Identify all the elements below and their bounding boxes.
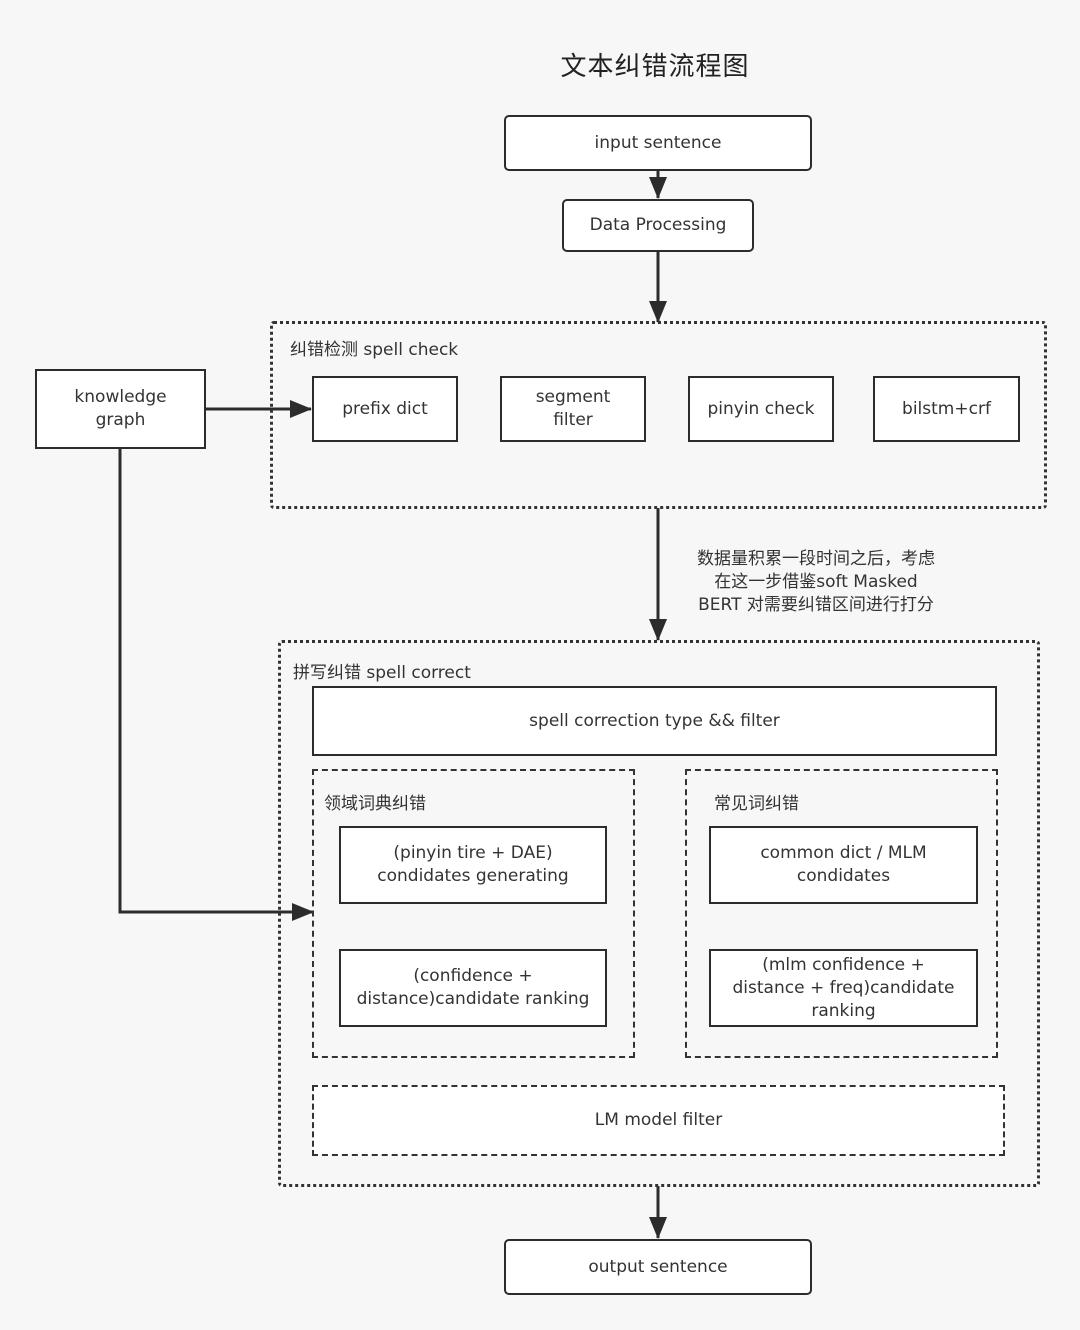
input-sentence-label: input sentence (594, 132, 722, 153)
knowledge-graph-label: knowledge graph (74, 387, 167, 430)
pinyin-tire-candidates-label: (pinyin tire + DAE) condidates generatin… (377, 843, 569, 886)
spell-check-group (270, 321, 1047, 509)
spell-correct-group (278, 640, 1040, 1187)
data-processing-label: Data Processing (589, 215, 727, 235)
common-dict-mlm-node: common dict / MLM condidates (709, 826, 978, 904)
bilstm-crf-label: bilstm+crf (902, 398, 991, 419)
segment-filter-node: segment filter (500, 376, 646, 442)
domain-dict-group (312, 769, 635, 1058)
spell-correct-group-label: 拼写纠错 spell correct (293, 663, 471, 683)
lm-model-filter-label: LM model filter (594, 1110, 723, 1130)
confidence-ranking-node: (confidence + distance)candidate ranking (339, 949, 607, 1027)
mlm-ranking-node: (mlm confidence + distance + freq)candid… (709, 949, 978, 1027)
confidence-ranking-label: (confidence + distance)candidate ranking (356, 966, 590, 1009)
spell-check-group-label: 纠错检测 spell check (290, 340, 459, 360)
common-word-group (685, 769, 998, 1058)
pinyin-tire-candidates-node: (pinyin tire + DAE) condidates generatin… (339, 826, 607, 904)
lm-model-filter-node: LM model filter (312, 1085, 1005, 1156)
page-title: 文本纠错流程图 (560, 52, 750, 82)
correction-type-filter-label: spell correction type && filter (529, 710, 780, 731)
prefix-dict-label: prefix dict (342, 398, 428, 419)
input-sentence-node: input sentence (504, 115, 812, 171)
note-text: 数据量积累一段时间之后，考虑在这一步借鉴soft Masked BERT 对需要… (697, 549, 935, 615)
mlm-ranking-label: (mlm confidence + distance + freq)candid… (732, 954, 955, 1021)
output-sentence-label: output sentence (588, 1256, 728, 1277)
pinyin-check-node: pinyin check (688, 376, 834, 442)
prefix-dict-node: prefix dict (312, 376, 458, 442)
pinyin-check-label: pinyin check (707, 398, 815, 419)
common-word-group-label: 常见词纠错 (714, 794, 799, 814)
segment-filter-label: segment filter (535, 387, 611, 430)
bilstm-crf-node: bilstm+crf (873, 376, 1020, 442)
knowledge-graph-node: knowledge graph (35, 369, 206, 449)
domain-dict-group-label: 领域词典纠错 (324, 794, 426, 814)
common-dict-mlm-label: common dict / MLM condidates (760, 843, 927, 886)
correction-type-filter-node: spell correction type && filter (312, 686, 997, 756)
data-processing-node: Data Processing (562, 199, 754, 252)
soft-masked-bert-note: 数据量积累一段时间之后，考虑在这一步借鉴soft Masked BERT 对需要… (692, 548, 940, 617)
output-sentence-node: output sentence (504, 1239, 812, 1295)
